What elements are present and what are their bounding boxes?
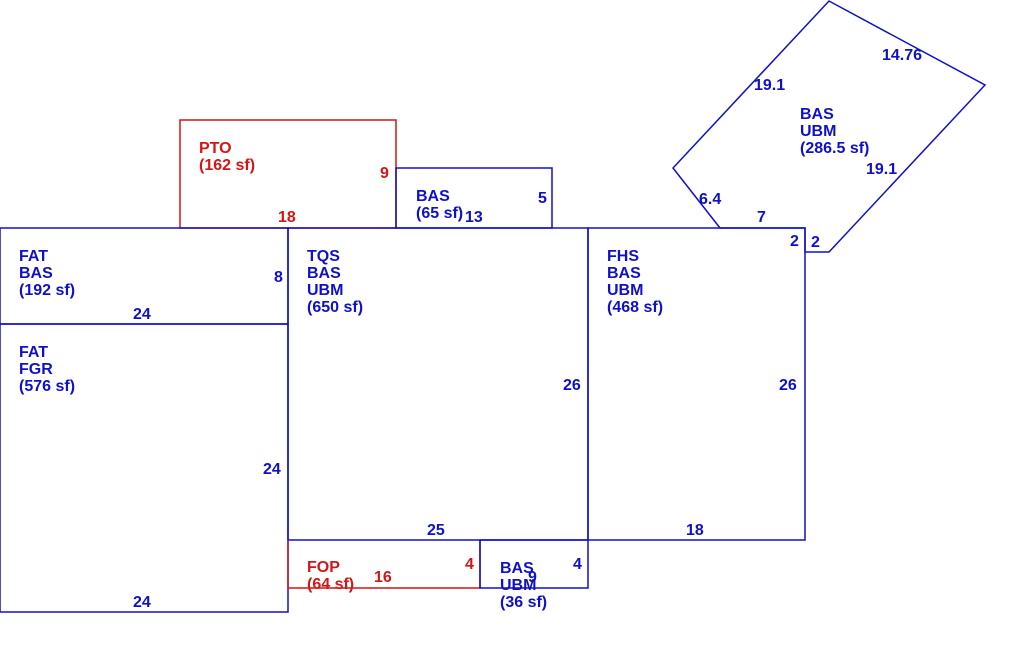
area-bas-small: BAS(65 sf) 5 13: [395, 167, 553, 229]
area-label-line: BAS: [307, 265, 341, 282]
area-label-line: UBM: [500, 577, 536, 594]
area-label-line: (576 sf): [19, 378, 75, 395]
area-label-line: (162 sf): [199, 157, 255, 174]
dimension-bas-small-bottom: 13: [465, 209, 483, 226]
dimension-bas-ubm-small-bottom: 9: [528, 569, 537, 586]
dimension-bas-angled-lower-left: 6.4: [699, 191, 721, 208]
dimension-tqs-bottom: 25: [427, 522, 445, 539]
dimension-fhs-right: 26: [779, 377, 797, 394]
area-label-line: BAS: [19, 265, 53, 282]
dimension-fat-bas-right: 8: [274, 269, 283, 286]
dimension-fat-fgr-bottom: 24: [133, 594, 151, 611]
area-label-line: FAT: [19, 248, 48, 265]
dimension-bas-angled-upper-right: 14.76: [882, 47, 922, 64]
dimension-bas-angled-upper-left: 19.1: [754, 77, 785, 94]
area-bas-ubm-small-outline: [479, 539, 589, 589]
area-label-line: (192 sf): [19, 282, 75, 299]
area-label-line: UBM: [800, 123, 836, 140]
area-label-line: UBM: [607, 282, 643, 299]
area-label-line: FAT: [19, 344, 48, 361]
area-pto: PTO(162 sf) 9 18: [179, 119, 397, 229]
area-label-line: FOP: [307, 559, 340, 576]
dimension-fop-right: 4: [465, 556, 474, 573]
dimension-pto-right: 9: [380, 165, 389, 182]
area-fop: FOP(64 sf) 16 4: [287, 540, 481, 593]
dimension-fat-bas-bottom: 24: [133, 306, 151, 323]
area-label-line: (64 sf): [307, 576, 354, 593]
area-label-line: (65 sf): [416, 205, 463, 222]
dimension-bas-angled-step-right: 2: [811, 234, 820, 251]
area-label-line: UBM: [307, 282, 343, 299]
dimension-bas-ubm-small-right: 4: [573, 556, 582, 573]
area-fhs-outline: [587, 227, 806, 541]
dimension-bas-angled-bottom: 7: [757, 209, 766, 226]
area-bas-small-label: BAS(65 sf): [416, 188, 463, 222]
dimension-bas-angled-lower-right: 19.1: [866, 161, 897, 178]
area-label-line: PTO: [199, 140, 232, 157]
area-label-line: (36 sf): [500, 594, 547, 611]
area-pto-label: PTO(162 sf): [199, 140, 255, 174]
dimension-tqs-right: 26: [563, 377, 581, 394]
area-label-line: (650 sf): [307, 299, 363, 316]
dimension-bas-small-right: 5: [538, 190, 547, 207]
area-fat-fgr-outline: [0, 323, 289, 613]
area-label-line: BAS: [800, 106, 834, 123]
area-label-line: (286.5 sf): [800, 140, 869, 157]
area-label-line: BAS: [500, 560, 534, 577]
area-label-line: (468 sf): [607, 299, 663, 316]
area-label-line: TQS: [307, 248, 340, 265]
area-label-line: FGR: [19, 361, 53, 378]
area-label-line: FHS: [607, 248, 639, 265]
area-label-line: BAS: [607, 265, 641, 282]
dimension-fat-fgr-right: 24: [263, 461, 281, 478]
dimension-fop-bottom: 16: [374, 569, 392, 586]
area-label-line: BAS: [416, 188, 450, 205]
area-fop-label: FOP(64 sf): [307, 559, 354, 593]
dimension-bas-angled-step-left: 2: [790, 233, 799, 250]
dimension-fhs-bottom: 18: [686, 522, 704, 539]
dimension-pto-bottom: 18: [278, 209, 296, 226]
